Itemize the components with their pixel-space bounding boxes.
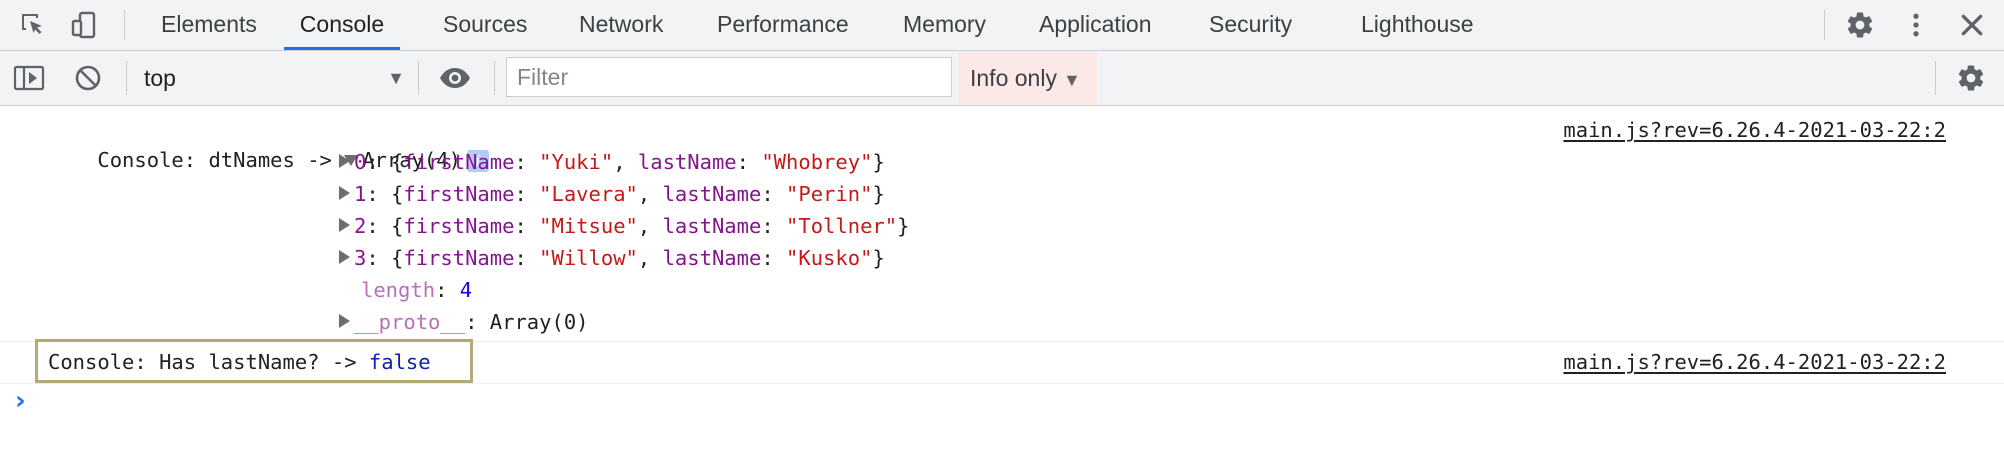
live-expression-eye-icon[interactable] [438,61,472,95]
expand-triangle-icon [339,186,350,200]
boolean-value: false [368,350,431,374]
console-toolbar: top ▼ Info only▼ [0,51,2004,106]
array-item[interactable]: 1: {firstName: "Lavera", lastName: "Peri… [339,179,885,209]
context-selector[interactable]: top ▼ [130,51,405,105]
filter-input[interactable] [506,57,952,97]
message-prefix: Console: dtNames -> [97,148,345,172]
dropdown-arrow-icon: ▼ [1062,70,1081,90]
tab-application[interactable]: Application [1039,11,1152,37]
console-settings-gear-icon[interactable] [1954,61,1988,95]
expand-triangle-icon [339,154,350,168]
message-header: Console: dtNames -> Array(4)i [48,115,489,172]
toggle-sidebar-icon[interactable] [12,61,46,95]
expand-triangle-icon [339,314,350,328]
device-toolbar-icon[interactable] [67,8,101,42]
inspect-element-icon[interactable] [16,8,50,42]
log-levels-label: Info only [970,65,1057,91]
toolbar-divider [1824,10,1825,40]
more-options-icon[interactable] [1899,8,1933,42]
tab-security[interactable]: Security [1209,11,1293,37]
dropdown-arrow-icon: ▼ [387,68,405,88]
toolbar-divider [126,61,127,95]
array-type: Array(4) [362,148,461,172]
console-prompt[interactable]: › [15,386,26,416]
tab-performance[interactable]: Performance [717,11,849,37]
highlight-box [35,339,473,383]
clear-console-icon[interactable] [71,61,105,95]
expand-triangle-icon [339,250,350,264]
array-item[interactable]: 3: {firstName: "Willow", lastName: "Kusk… [339,243,885,273]
devtools-tabbar: Elements Console Sources Network Perform… [0,0,2004,51]
message-text: Console: Has lastName? -> false [48,350,431,374]
array-toggle[interactable]: Array(4) [344,148,461,172]
tab-network[interactable]: Network [579,11,664,37]
tab-console[interactable]: Console [284,0,400,50]
info-icon[interactable]: i [466,150,489,172]
array-item[interactable]: 2: {firstName: "Mitsue", lastName: "Toll… [339,211,909,241]
source-link[interactable]: main.js?rev=6.26.4-2021-03-22:2 [1563,118,1946,142]
settings-gear-icon[interactable] [1843,8,1877,42]
expand-triangle-icon [344,155,359,166]
tab-elements[interactable]: Elements [161,11,257,37]
tab-memory[interactable]: Memory [903,11,987,37]
console-message-has-lastname: Console: Has lastName? -> false main.js?… [0,342,2004,384]
close-devtools-icon[interactable] [1955,8,1989,42]
array-item[interactable]: 0: {firstName: "Yuki", lastName: "Whobre… [339,147,885,177]
expand-triangle-icon [339,218,350,232]
toolbar-divider [494,61,495,95]
prompt-chevron-icon: › [15,386,26,416]
array-proto[interactable]: __proto__: Array(0) [339,307,589,337]
toolbar-divider [1935,61,1936,95]
log-levels-dropdown[interactable]: Info only▼ [958,52,1097,104]
source-link[interactable]: main.js?rev=6.26.4-2021-03-22:2 [1563,350,1946,374]
array-length: length: 4 [361,278,473,302]
toolbar-divider [124,10,125,40]
tab-lighthouse[interactable]: Lighthouse [1361,11,1474,37]
tab-sources[interactable]: Sources [443,11,528,37]
console-message-dtnames: Console: dtNames -> Array(4)i main.js?re… [0,106,2004,342]
context-value: top [144,65,176,91]
toolbar-divider [418,61,419,95]
